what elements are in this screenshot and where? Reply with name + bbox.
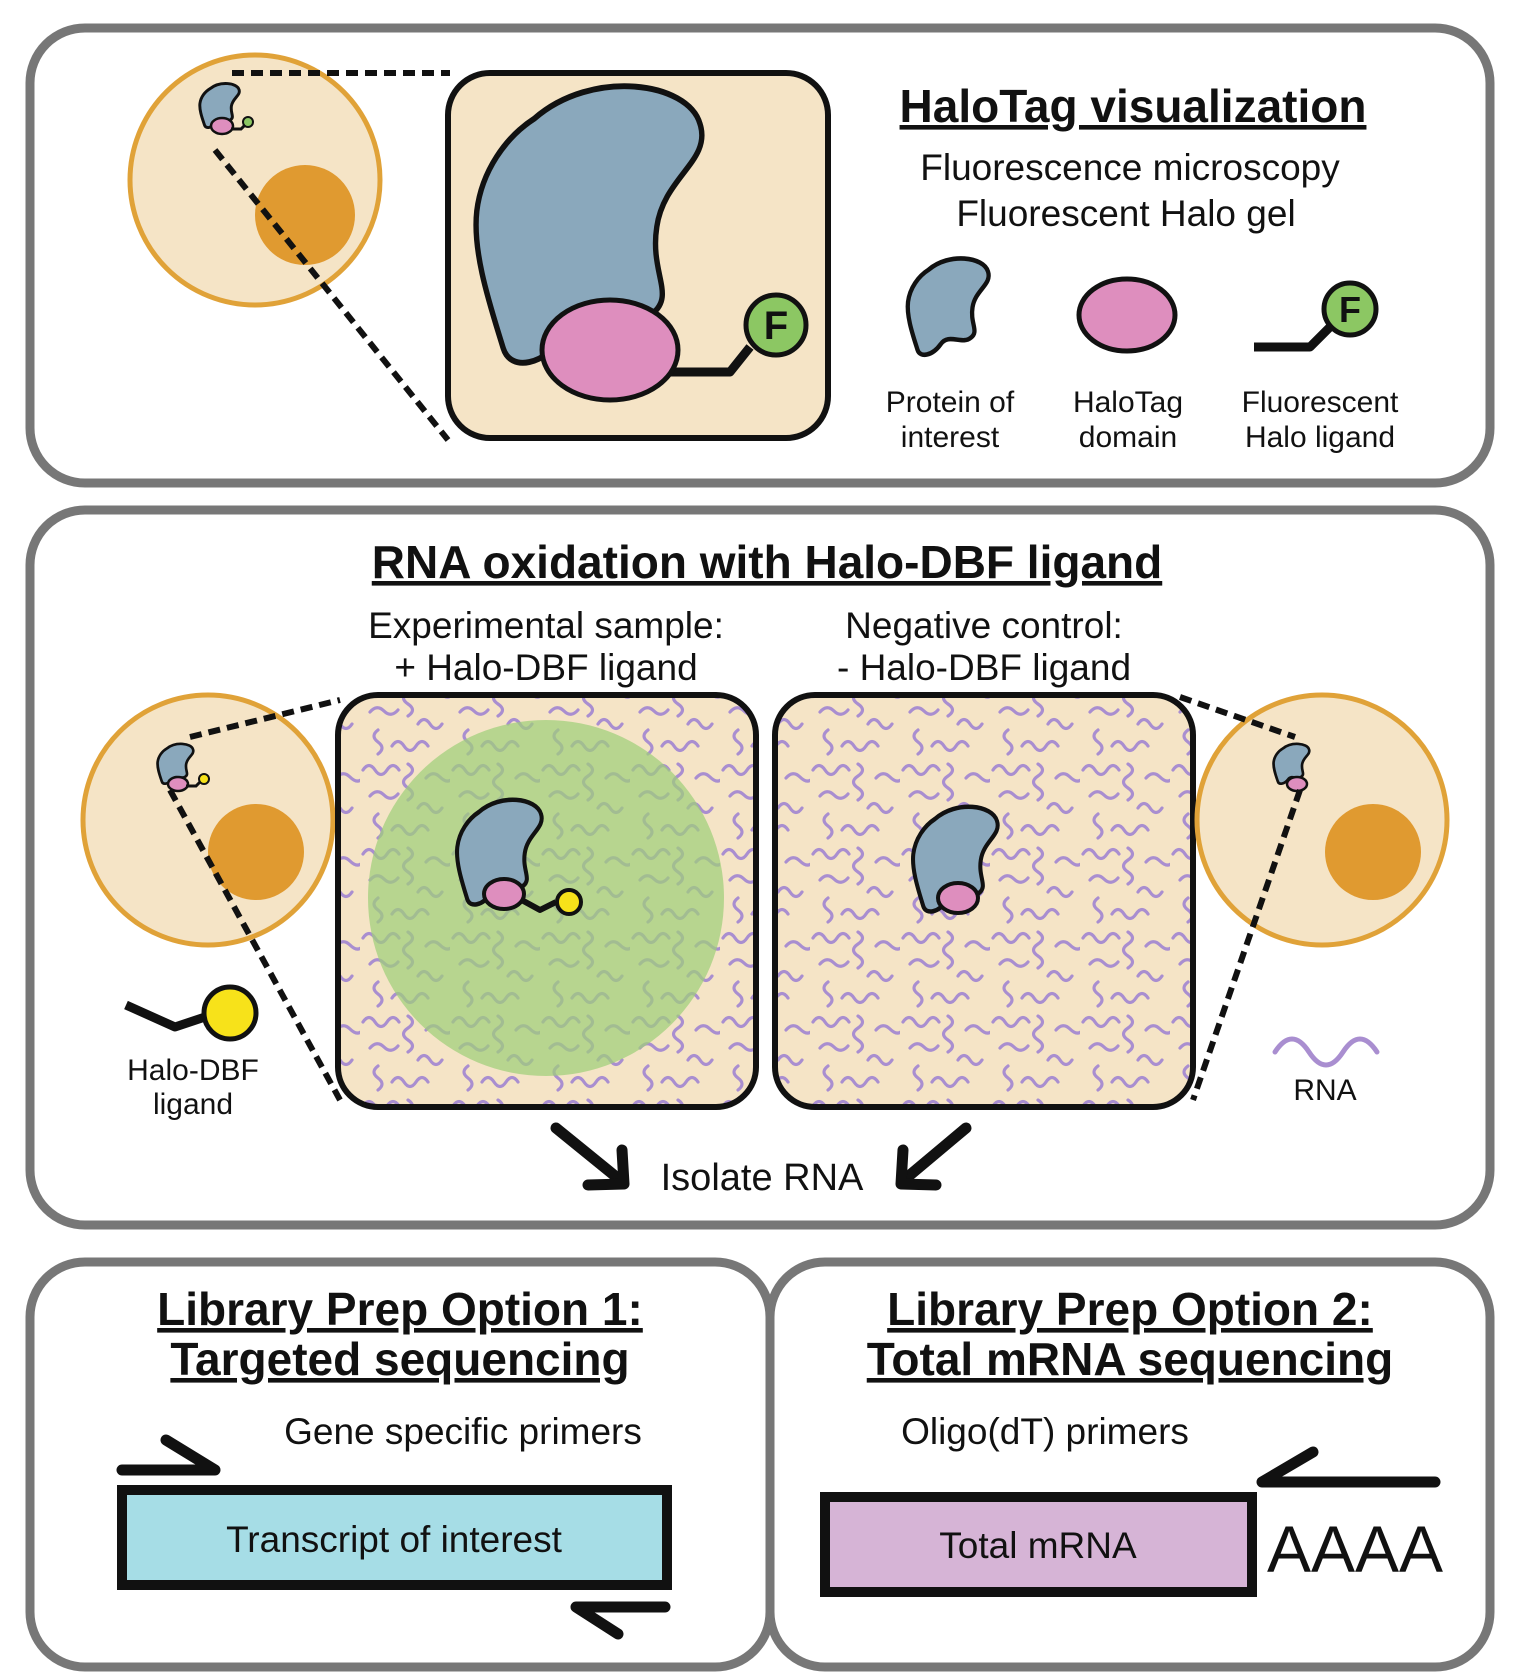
oligo-dt-primer-icon — [1256, 1446, 1441, 1488]
legend-rna: RNA — [1272, 1036, 1380, 1107]
legend-fluor-letter: F — [1339, 289, 1361, 330]
zoom-box-experimental — [335, 692, 759, 1110]
arrow-down-right-icon — [550, 1122, 630, 1191]
panel-1-title: HaloTag visualization — [900, 80, 1367, 132]
gene-specific-primers-label: Gene specific primers — [284, 1411, 642, 1452]
legend-ligand-linker — [1254, 321, 1336, 352]
panel-4-title-line-2: Total mRNA sequencing — [867, 1333, 1393, 1385]
small-halotag-icon — [1285, 775, 1309, 793]
legend-dbf-label-1: Halo-DBF — [127, 1054, 259, 1087]
zoom-box-control — [772, 692, 1196, 1110]
cell — [127, 52, 383, 308]
nucleus — [255, 165, 355, 265]
control-label-2: - Halo-DBF ligand — [837, 647, 1131, 688]
legend-halotag-label-1: HaloTag — [1073, 386, 1183, 419]
small-fluor-icon — [242, 116, 254, 128]
isolate-rna-label: Isolate RNA — [661, 1157, 864, 1199]
zoom-line-exp-bottom — [167, 788, 343, 1102]
zoom-line-ctl-bottom — [1190, 789, 1303, 1101]
small-halotag-icon — [166, 775, 190, 793]
cell-diagram-experimental — [80, 692, 336, 948]
legend-protein-label-2: interest — [901, 421, 1000, 454]
dbf-ligand-icon — [555, 888, 583, 916]
zoom-line-exp-top — [189, 697, 341, 740]
legend-halotag-icon — [1076, 276, 1178, 354]
zoom-box-halotag: F — [445, 70, 831, 441]
fluorophore-icon — [743, 292, 809, 358]
panel-2-title: RNA oxidation with Halo-DBF ligand — [372, 536, 1162, 588]
ligand-linker — [668, 344, 754, 377]
zoom-line-bottom — [212, 148, 451, 442]
legend-ligand-label-2: Halo ligand — [1245, 421, 1395, 454]
legend-fluor-icon — [1321, 280, 1379, 338]
total-mrna-box — [820, 1492, 1257, 1597]
method-gel: Fluorescent Halo gel — [956, 193, 1295, 234]
cell-diagram-control — [1194, 692, 1450, 948]
cell — [1194, 692, 1450, 948]
panel-4-title-line-1: Library Prep Option 2: — [887, 1283, 1373, 1335]
total-mrna-label: Total mRNA — [939, 1525, 1137, 1566]
zoom-line-ctl-top — [1179, 694, 1296, 740]
reverse-primer-icon — [570, 1601, 671, 1640]
fluorophore-letter: F — [764, 304, 788, 348]
transcript-of-interest-box — [117, 1485, 672, 1590]
halotag-domain-icon — [482, 877, 526, 911]
panel-halotag-visualization: F HaloTag visualization Fluorescence mic… — [25, 23, 1495, 488]
legend-halotag: HaloTag domain — [1073, 276, 1183, 454]
legend-rna-label: RNA — [1293, 1074, 1356, 1107]
halotag-domain-icon — [539, 297, 681, 403]
legend-ligand: F Fluorescent Halo ligand — [1242, 280, 1399, 454]
forward-primer-icon — [116, 1434, 221, 1476]
arrow-down-left-icon — [895, 1122, 972, 1191]
oligo-dt-primers-label: Oligo(dT) primers — [901, 1411, 1189, 1452]
experimental-label-2: + Halo-DBF ligand — [394, 647, 697, 688]
cell — [80, 692, 336, 948]
legend-dbf-icon — [201, 984, 259, 1042]
dbf-linker — [516, 895, 558, 913]
rna-field-control — [775, 695, 1193, 1107]
oxidation-radius-glow — [368, 720, 724, 1076]
panel-library-prep-option-1: Library Prep Option 1: Targeted sequenci… — [25, 1257, 775, 1672]
legend-halotag-label-2: domain — [1079, 421, 1177, 454]
panel-3-title-line-1: Library Prep Option 1: — [157, 1283, 643, 1335]
cell-diagram-1 — [127, 52, 383, 308]
small-dbf-icon — [198, 773, 210, 785]
legend-dbf-label-2: ligand — [153, 1088, 233, 1121]
small-halotag-icon — [209, 116, 235, 136]
panel-3-title-line-2: Targeted sequencing — [170, 1333, 629, 1385]
legend-protein: Protein of interest — [886, 258, 1015, 454]
experimental-label-1: Experimental sample: — [368, 605, 724, 646]
nucleus — [208, 804, 304, 900]
nucleus — [1325, 804, 1421, 900]
legend-rna-icon — [1272, 1036, 1380, 1068]
transcript-of-interest-label: Transcript of interest — [226, 1519, 563, 1560]
legend-dbf-ligand: Halo-DBF ligand — [124, 984, 259, 1121]
panel-rna-oxidation: RNA oxidation with Halo-DBF ligand Exper… — [25, 505, 1495, 1230]
method-microscopy: Fluorescence microscopy — [920, 147, 1340, 188]
halotag-domain-icon — [936, 881, 980, 915]
control-label-1: Negative control: — [845, 605, 1123, 646]
legend-dbf-linker — [124, 1000, 207, 1032]
poly-a-tail-label: AAAA — [1267, 1512, 1443, 1586]
legend-ligand-label-1: Fluorescent — [1242, 386, 1399, 419]
panel-library-prep-option-2: Library Prep Option 2: Total mRNA sequen… — [765, 1257, 1495, 1672]
isolate-rna-arrows: Isolate RNA — [550, 1122, 972, 1199]
legend-protein-label-1: Protein of — [886, 386, 1015, 419]
